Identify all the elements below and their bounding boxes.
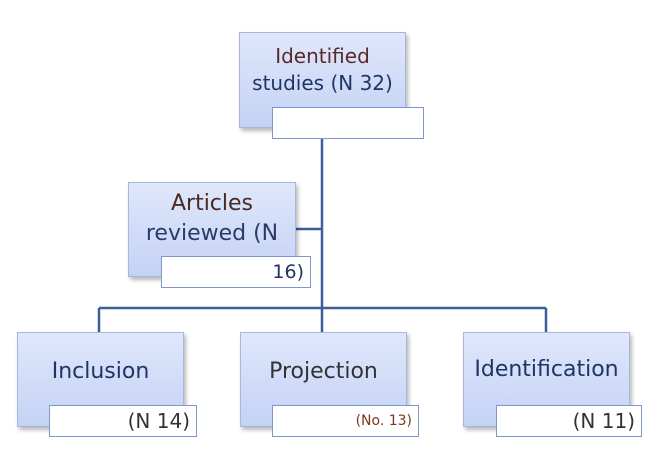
node-reviewed-line1: Articles <box>170 191 254 216</box>
node-projection-count-tag: (No. 13) <box>272 405 419 437</box>
node-identification-label: Identification <box>474 357 619 382</box>
node-identified-line2: studies (N 32) <box>252 71 393 96</box>
node-identified-count-tag <box>272 107 424 139</box>
node-reviewed-count-tag: 16) <box>161 256 311 288</box>
node-reviewed-line2: reviewed (N <box>145 220 279 246</box>
node-inclusion-label: Inclusion <box>51 359 150 384</box>
node-projection-label: Projection <box>269 359 378 384</box>
node-identified-line1: Identified <box>275 44 370 68</box>
node-identification-count-tag: (N 11) <box>496 405 642 437</box>
node-inclusion-count-tag: (N 14) <box>49 405 197 437</box>
